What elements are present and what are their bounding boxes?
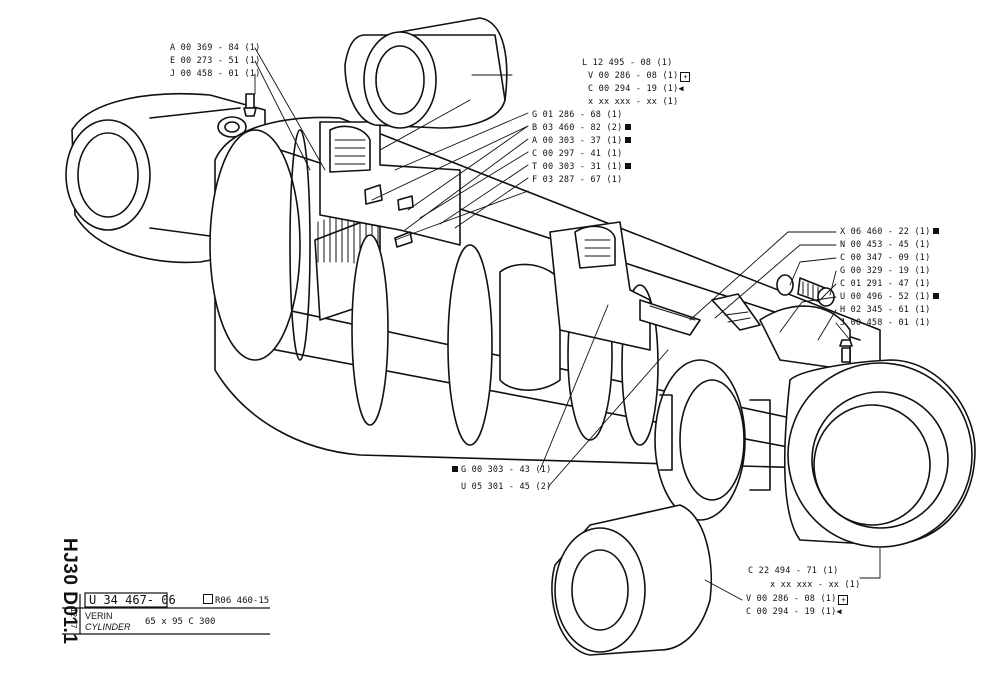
part-label-text: U 00 496 - 52 (1) bbox=[840, 292, 931, 302]
part-label: U 00 496 - 52 (1) bbox=[840, 292, 940, 302]
part-label: J 00 458 - 01 (1) bbox=[840, 318, 931, 328]
part-label: C 00 294 - 19 (1)◀ bbox=[746, 607, 842, 617]
boxed-note-icon: + bbox=[680, 72, 691, 82]
arrow-left-icon: ◀ bbox=[836, 607, 842, 617]
part-label: F 03 287 - 67 (1) bbox=[532, 175, 623, 185]
part-label: H 02 345 - 61 (1) bbox=[840, 305, 931, 315]
reference-text: R06 460-15 bbox=[215, 596, 270, 606]
bushing-top bbox=[344, 17, 508, 129]
part-label-text: T 00 303 - 31 (1) bbox=[532, 162, 623, 172]
part-label: V 00 286 - 08 (1)+ bbox=[588, 71, 691, 82]
title-fr: VERIN bbox=[85, 611, 113, 621]
part-label: G 00 329 - 19 (1) bbox=[840, 266, 931, 276]
part-label: C 00 347 - 09 (1) bbox=[840, 253, 931, 263]
part-label: U 05 301 - 45 (2) bbox=[461, 482, 552, 492]
part-label: C 01 291 - 47 (1) bbox=[840, 279, 931, 289]
cylinder-spec: 65 x 95 C 300 bbox=[145, 617, 216, 627]
reference-number: R06 460-15 bbox=[203, 594, 269, 606]
part-label: T 00 303 - 31 (1) bbox=[532, 162, 632, 172]
part-label: x xx xxx - xx (1) bbox=[770, 580, 861, 590]
front-clevis bbox=[784, 359, 976, 548]
part-label: X 06 460 - 22 (1) bbox=[840, 227, 940, 237]
part-label: V 00 286 - 08 (1)+ bbox=[746, 594, 849, 605]
cylinder-barrel bbox=[209, 116, 881, 521]
square-mark-icon bbox=[933, 228, 940, 234]
sheet-date-vertical: 12-77 bbox=[69, 608, 78, 629]
part-label-text: B 03 460 - 82 (2) bbox=[532, 123, 623, 133]
part-label: N 00 453 - 45 (1) bbox=[840, 240, 931, 250]
square-mark-icon bbox=[625, 137, 632, 143]
square-mark-icon bbox=[452, 466, 458, 472]
part-label: E 00 273 - 51 (1) bbox=[170, 56, 261, 66]
part-label: G 01 286 - 68 (1) bbox=[532, 110, 623, 120]
part-label: B 03 460 - 82 (2) bbox=[532, 123, 632, 133]
grease-nipple-left bbox=[217, 93, 257, 138]
part-label: L 12 495 - 08 (1) bbox=[582, 58, 673, 68]
part-label: G 00 303 - 43 (1) bbox=[452, 465, 551, 475]
part-label: A 00 369 - 84 (1) bbox=[170, 43, 261, 53]
part-label: A 00 303 - 37 (1) bbox=[532, 136, 632, 146]
bushing-bottom bbox=[551, 504, 713, 656]
square-mark-icon bbox=[625, 124, 632, 130]
part-number: U 34 467- 06 bbox=[89, 593, 176, 607]
title-en: CYLINDER bbox=[85, 622, 131, 632]
part-label: J 00 458 - 01 (1) bbox=[170, 69, 261, 79]
part-label: C 22 494 - 71 (1) bbox=[748, 566, 839, 576]
arrow-left-icon: ◀ bbox=[678, 84, 684, 94]
part-label-text: C 00 294 - 19 (1) bbox=[588, 84, 679, 94]
part-label-text: V 00 286 - 08 (1) bbox=[746, 594, 837, 604]
part-label-text: C 00 294 - 19 (1) bbox=[746, 607, 837, 617]
square-mark-icon bbox=[625, 163, 632, 169]
square-mark-icon bbox=[933, 293, 940, 299]
part-label-text: X 06 460 - 22 (1) bbox=[840, 227, 931, 237]
part-label: x xx xxx - xx (1) bbox=[588, 97, 679, 107]
part-label-text: V 00 286 - 08 (1) bbox=[588, 71, 679, 81]
part-label: C 00 297 - 41 (1) bbox=[532, 149, 623, 159]
checkbox-icon bbox=[203, 594, 213, 604]
part-label: C 00 294 - 19 (1)◀ bbox=[588, 84, 684, 94]
boxed-note-icon: + bbox=[838, 595, 849, 605]
part-label-text: G 00 303 - 43 (1) bbox=[461, 465, 552, 475]
grease-nipple-right bbox=[839, 339, 853, 363]
part-label-text: A 00 303 - 37 (1) bbox=[532, 136, 623, 146]
